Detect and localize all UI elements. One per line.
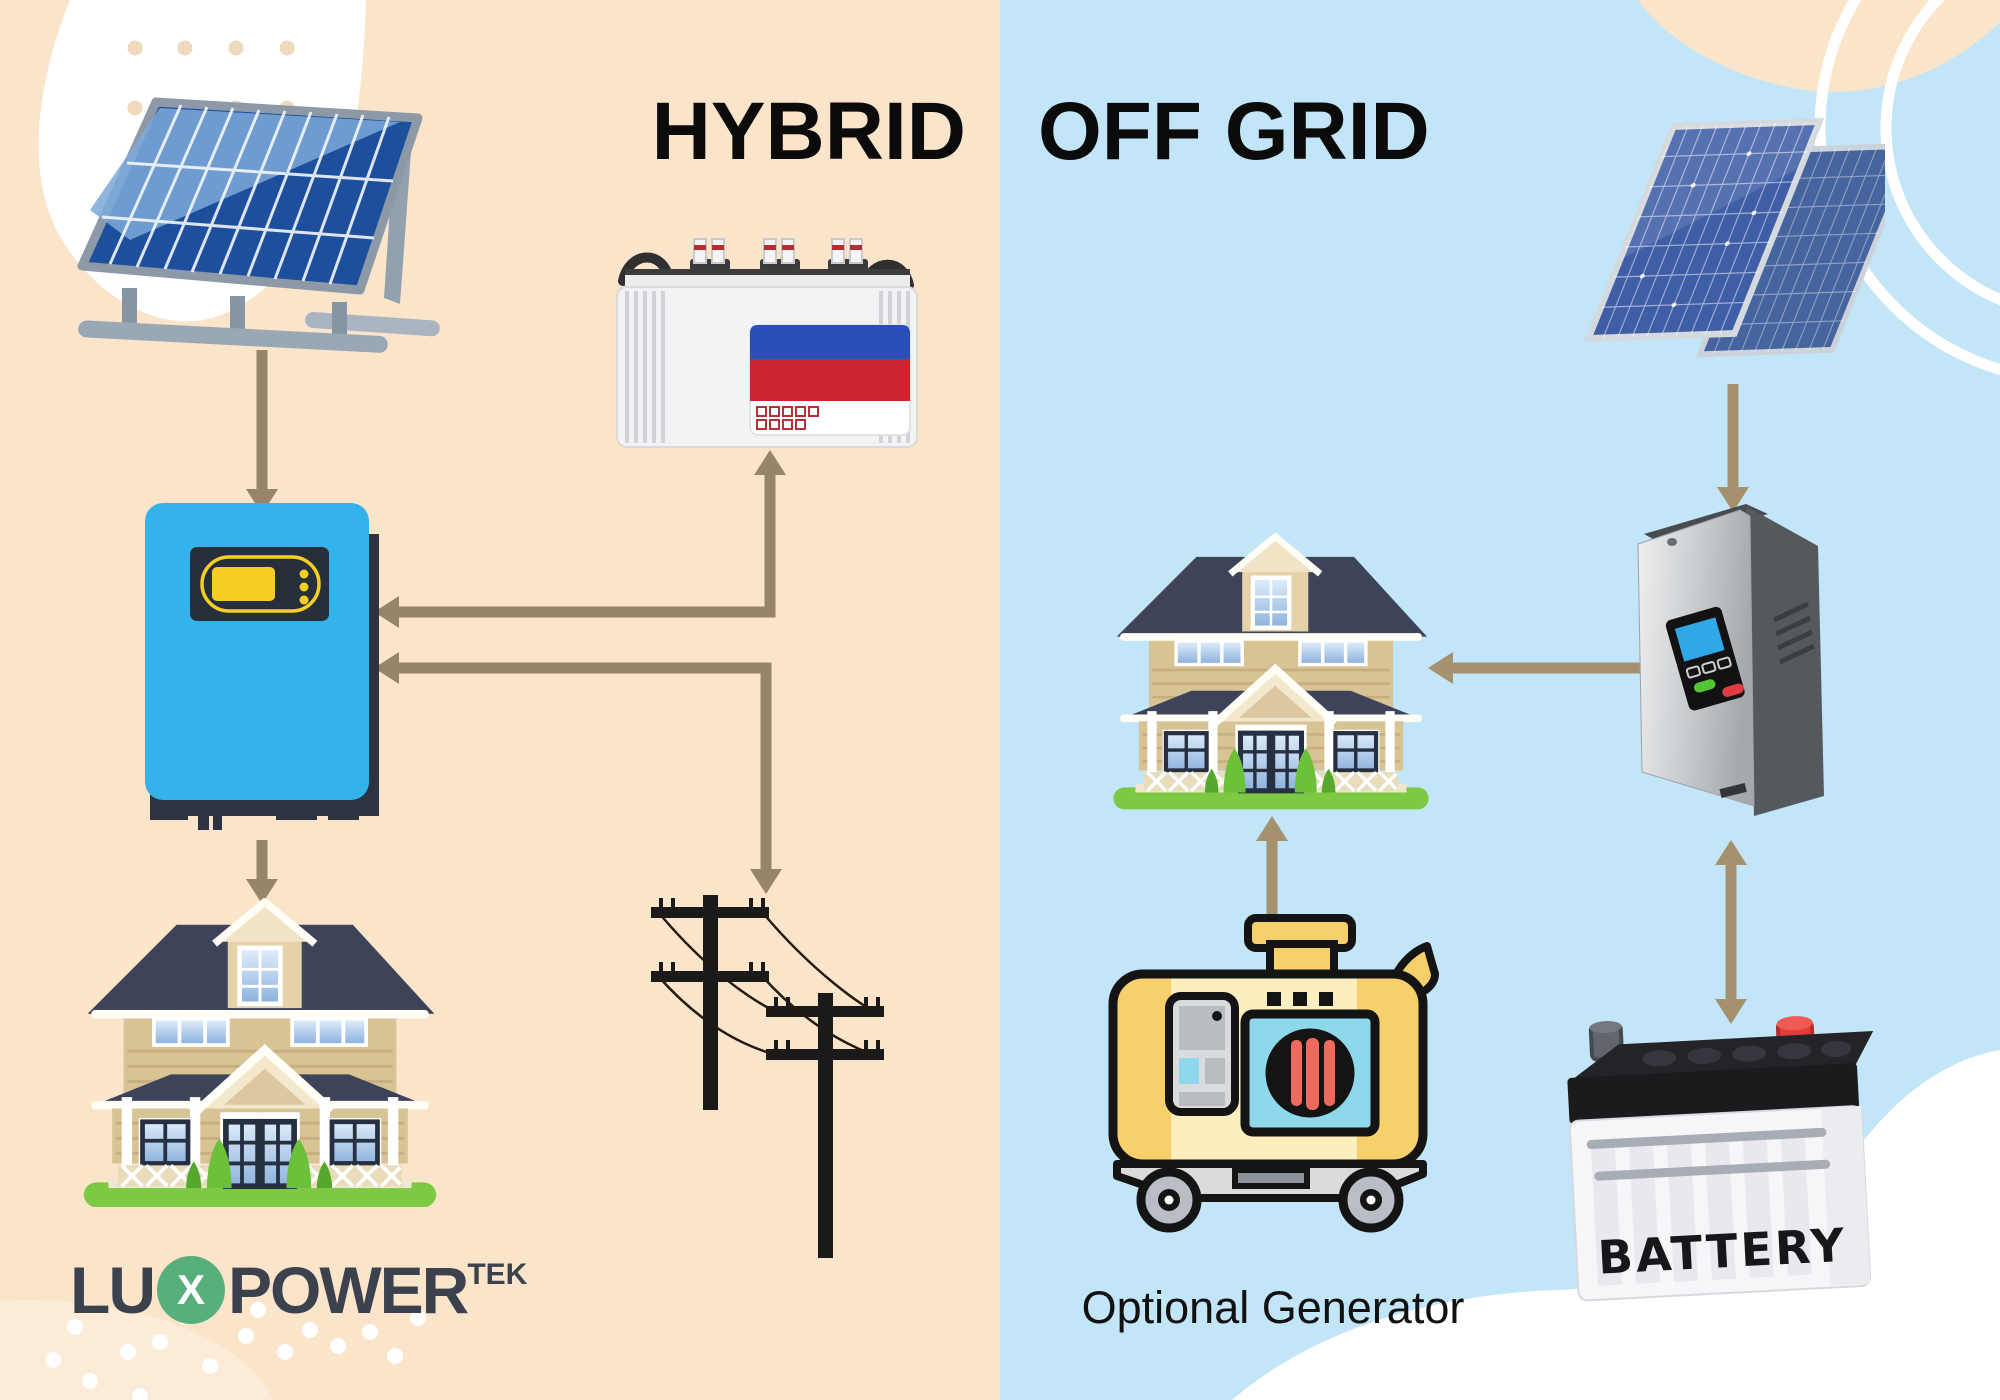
arrow-offgrid-inverter-to-house	[1428, 652, 1640, 684]
generator-control-panel	[1165, 992, 1239, 1116]
house-icon-right	[1110, 533, 1432, 813]
hybrid-inverter-icon	[145, 503, 379, 830]
solar-panels-icon	[1583, 118, 1885, 358]
arrow-generator-to-house	[1256, 816, 1288, 916]
brand-logo-x: X	[176, 1266, 205, 1313]
brand-logo-lu: LU	[70, 1253, 156, 1327]
arrow-hybrid-inverter-grid	[374, 652, 782, 894]
battery-label-text: BATTERY	[1596, 1218, 1848, 1285]
generator-icon	[1108, 914, 1439, 1233]
battery-bank-icon	[616, 238, 918, 448]
offgrid-title: OFF GRID	[1038, 85, 1430, 177]
inverter-control-panel	[1665, 606, 1745, 711]
generator-fan	[1240, 1009, 1380, 1137]
brand-logo: LU X POWER TEK	[70, 1256, 527, 1324]
solar-panel-front	[1583, 118, 1825, 342]
peach-blob	[1638, 0, 2000, 92]
inverter-screen	[212, 567, 275, 601]
arrow-hybrid-inverter-battery	[374, 450, 786, 628]
generator-wheels	[1136, 1167, 1404, 1233]
inverter-green-button	[1693, 679, 1716, 693]
car-battery-icon: BATTERY	[1567, 1016, 1874, 1302]
hybrid-title: HYBRID	[651, 85, 966, 177]
battery-bank-terminals	[690, 238, 868, 271]
power-lines	[658, 912, 874, 1057]
brand-logo-power: POWER	[227, 1253, 469, 1327]
arrow-hybrid-inverter-to-house	[246, 840, 278, 904]
white-blob-bottom	[1232, 1050, 2000, 1400]
offgrid-inverter-icon	[1637, 504, 1824, 816]
battery-label	[749, 324, 911, 436]
inverter-vents	[1772, 601, 1816, 665]
brand-logo-tek: TEK	[467, 1258, 528, 1291]
solar-panel-icon	[77, 97, 440, 353]
generator-caption: Optional Generator	[1081, 1282, 1465, 1333]
utility-grid-icon	[651, 895, 884, 1258]
arrow-offgrid-inverter-battery	[1715, 840, 1747, 1024]
white-dot-scatter	[45, 1302, 426, 1400]
inverter-screen	[1674, 617, 1725, 662]
inverter-red-button	[1722, 683, 1744, 697]
arrow-solar-to-hybrid-inverter	[246, 350, 278, 514]
arrow-solar-to-offgrid-inverter	[1717, 384, 1749, 512]
house-icon-left	[80, 898, 440, 1211]
brand-logo-x-icon: X	[156, 1256, 225, 1324]
